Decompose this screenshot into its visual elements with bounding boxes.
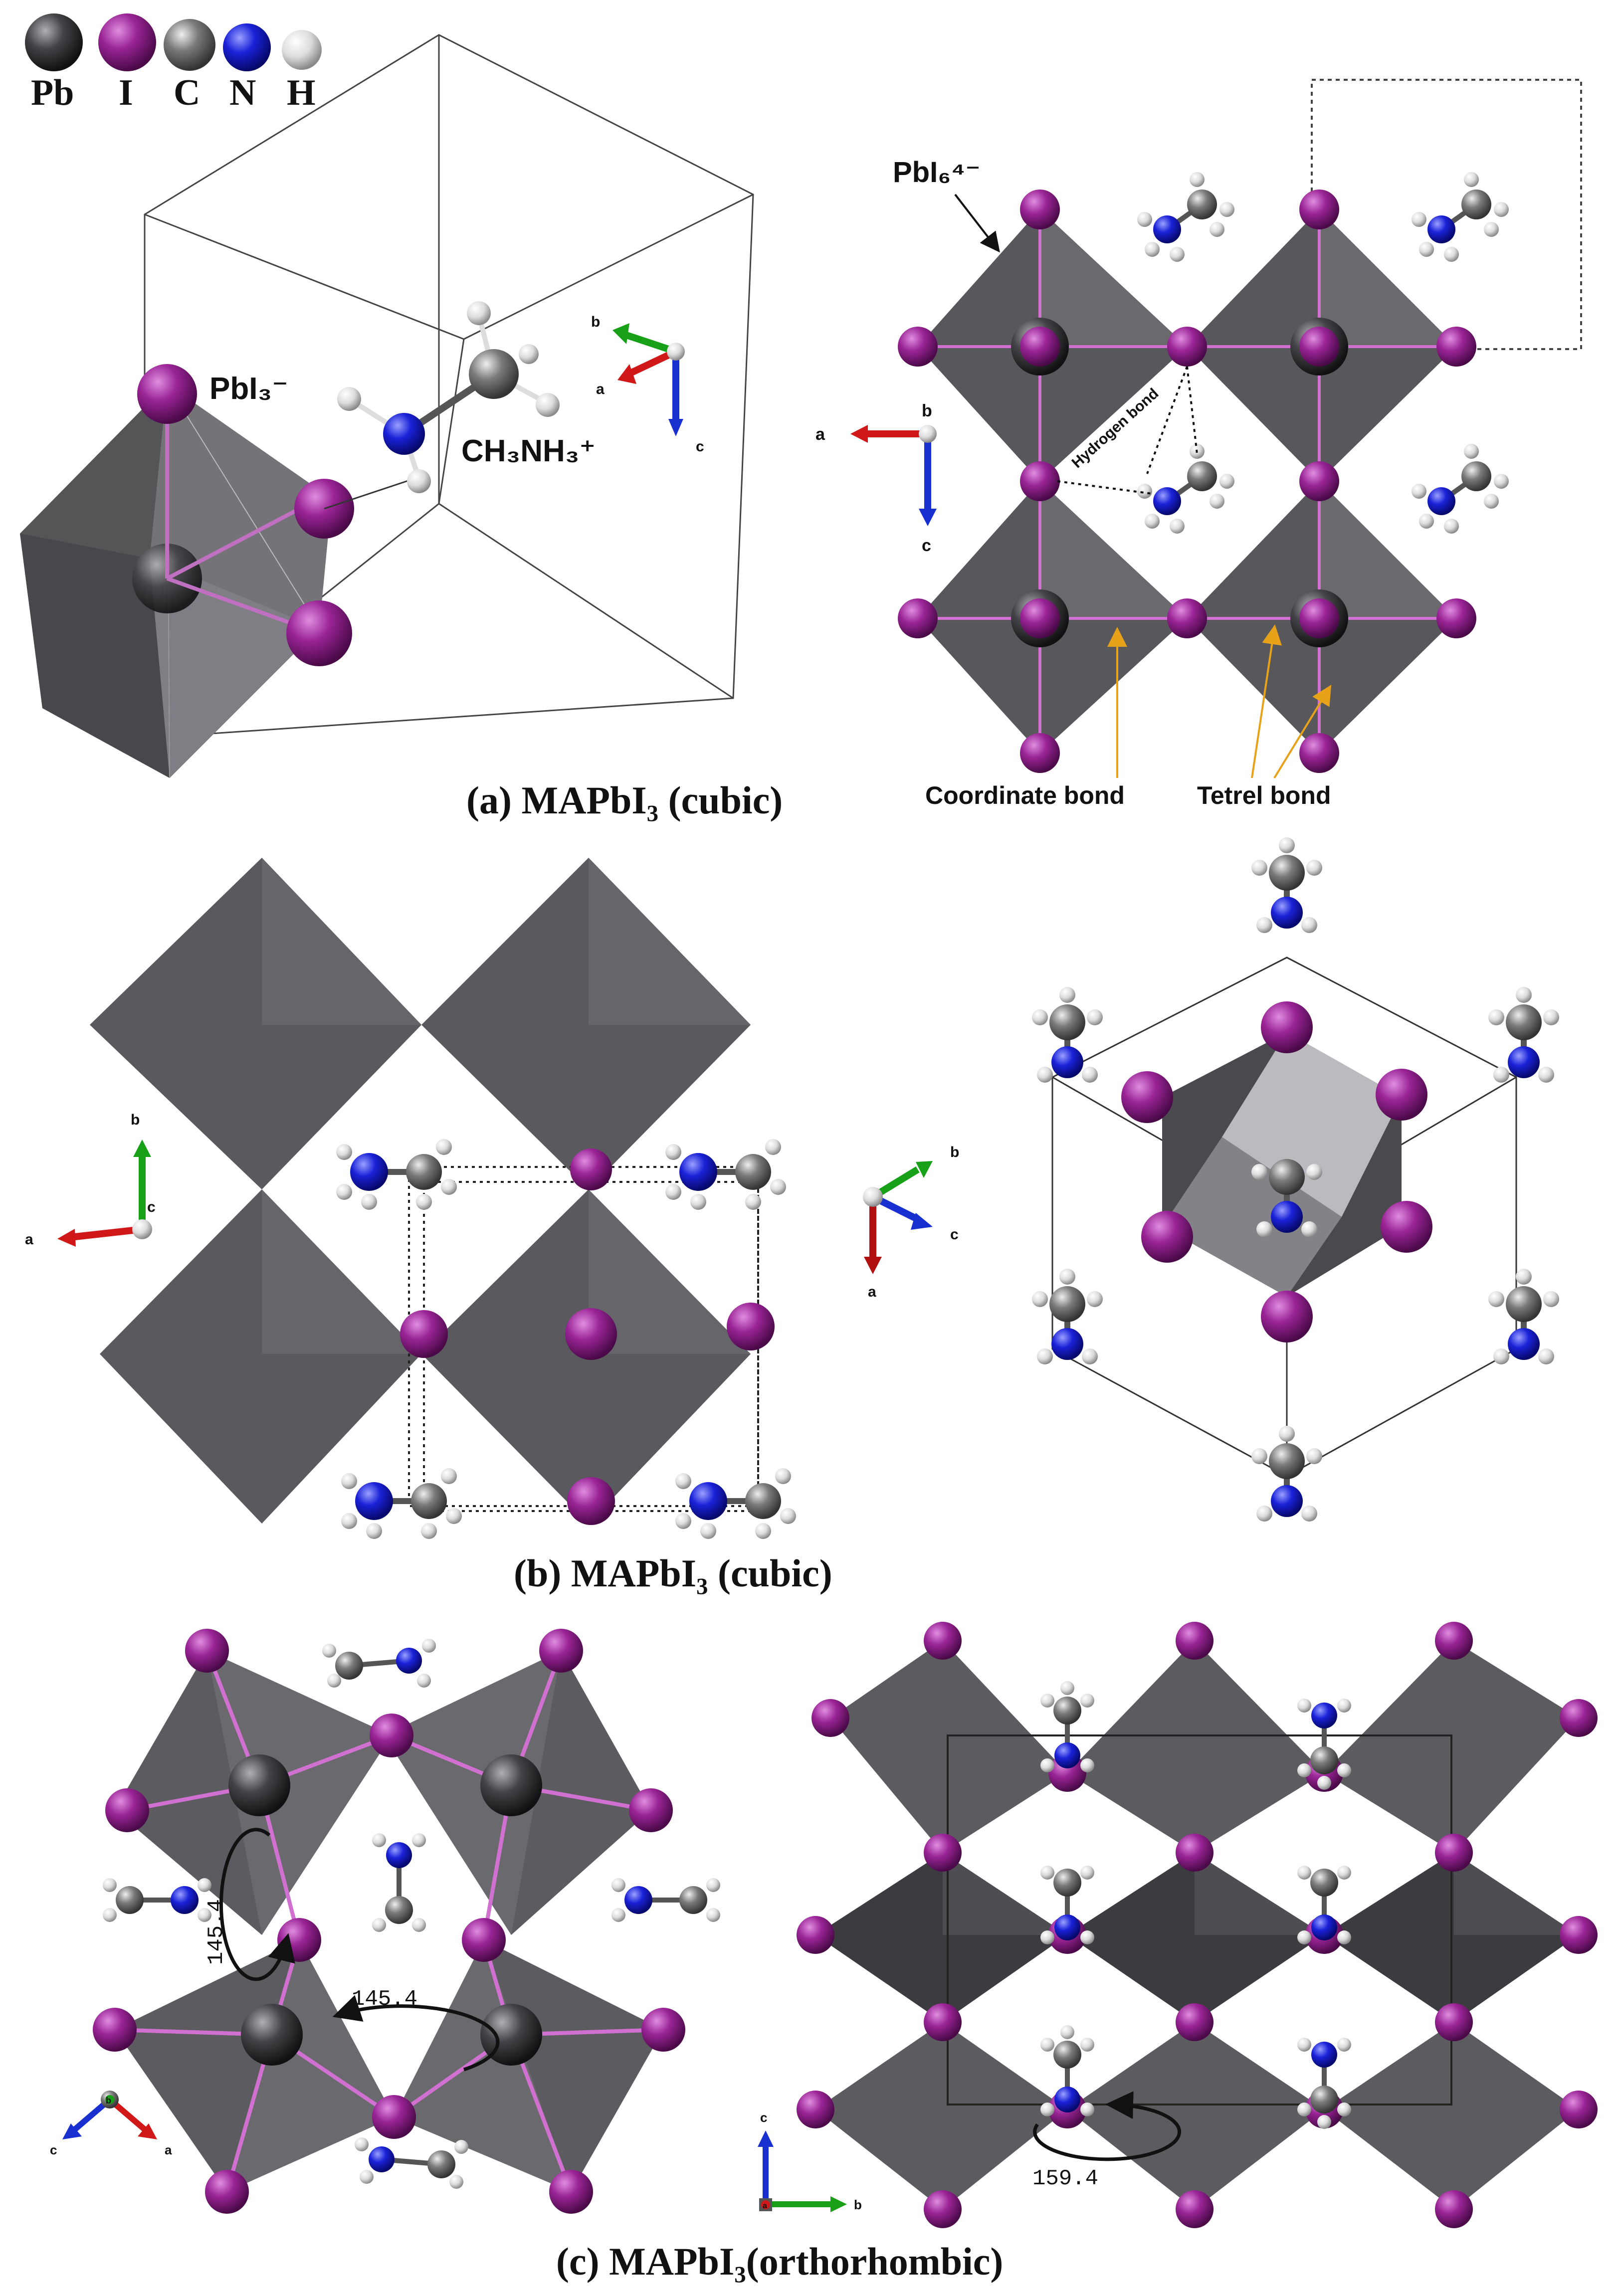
axis-label-b: b [854, 2197, 862, 2212]
axis-label-b: b [106, 2096, 111, 2105]
tilt-angle-arc-right [1033, 2091, 1182, 2161]
legend-item-n: N [223, 23, 271, 113]
bond-pointer-arrows [1107, 624, 1332, 779]
octahedra-layer-bottom [815, 2022, 1579, 2209]
axis-triad-c-right: c b a [758, 2110, 862, 2212]
axis-triad-a-right: a b c [815, 401, 937, 555]
tetrel-bond-label: Tetrel bond [1197, 781, 1331, 809]
caption-panel-a: (a) MAPbI₃ (cubic) [466, 778, 783, 822]
legend-i-sphere [98, 13, 156, 71]
pbi6-octahedra [90, 858, 751, 1524]
ma-cations [1040, 1681, 1351, 2129]
caption-panel-b: (b) MAPbI₃ (cubic) [514, 1551, 832, 1595]
axis-label-c: c [760, 2110, 767, 2125]
legend-c-label: C [174, 72, 200, 113]
hydrogen-bond-lines [1057, 366, 1198, 495]
caption-panel-c: (c) MAPbI₃(orthorhombic) [556, 2240, 1004, 2283]
axis-label-a: a [165, 2142, 172, 2157]
axis-label-c: c [922, 536, 931, 555]
tilt-angle-left-horizontal: 145.4 [352, 1987, 417, 2012]
tilt-angle-left-vertical: 145.4 [204, 1899, 229, 1965]
axis-label-b: b [591, 314, 600, 330]
pbi6-pointer [954, 193, 1000, 253]
iodine-atoms [93, 1629, 685, 2214]
pbi3-octahedron [20, 383, 332, 778]
axis-label-a: a [868, 1284, 876, 1300]
axis-label-a: a [815, 425, 825, 444]
legend-item-h: H [282, 30, 322, 113]
element-legend: Pb I C N H [25, 13, 322, 113]
tilt-angle-right: 159.4 [1032, 2166, 1098, 2191]
panel-b-right: b c a [863, 837, 1559, 1522]
panel-a-right: Hydrogen bond PbI₆⁴⁻ Coordinate bond Tet… [815, 79, 1582, 809]
axis-label-c: c [50, 2142, 57, 2157]
axis-triad-a-left: b a c [591, 314, 704, 455]
panel-b-left: a b c [25, 858, 796, 1539]
axis-label-b: b [950, 1144, 959, 1160]
coordinate-bond-label: Coordinate bond [925, 781, 1125, 809]
legend-h-sphere [282, 30, 322, 70]
legend-n-label: N [229, 72, 256, 113]
axis-label-b: b [131, 1112, 140, 1128]
axis-label-c: c [696, 438, 704, 455]
axis-label-b: b [922, 401, 932, 420]
iodine-atoms [797, 1622, 1598, 2228]
ma-cations [1032, 837, 1559, 1522]
panel-c-left: 145.4 145.4 b c a [50, 1629, 720, 2214]
legend-item-pb: Pb [25, 13, 83, 113]
panel-a-left: PbI₃⁻ CH₃NH₃⁺ b a [20, 34, 754, 778]
ch3nh3-label: CH₃NH₃⁺ [461, 434, 596, 468]
pbi6-label: PbI₆⁴⁻ [893, 156, 981, 189]
iodine-atoms [898, 190, 1476, 773]
iodine-atoms [1121, 1001, 1432, 1342]
legend-item-c: C [164, 19, 215, 113]
axis-triad-c-left: b c a [50, 2091, 172, 2157]
ch3nh3-cation [324, 301, 560, 510]
tilt-angle-arcs [219, 1828, 500, 2072]
pbi3-label: PbI₃⁻ [209, 372, 288, 406]
tilted-octahedra [115, 1651, 663, 2192]
cell-outline [947, 1734, 1452, 2105]
legend-item-i: I [98, 13, 156, 113]
legend-pb-sphere [25, 13, 83, 71]
pbi6-octahedra-grid [918, 209, 1456, 753]
iodine-atoms [400, 1148, 775, 1525]
axis-label-a: a [763, 2202, 767, 2210]
ma-cations [336, 1139, 796, 1539]
legend-i-label: I [119, 72, 133, 113]
legend-pb-label: Pb [31, 72, 74, 113]
legend-n-sphere [223, 23, 271, 71]
axis-label-c: c [950, 1226, 959, 1243]
iodine-atom [137, 364, 197, 424]
iodine-atom [286, 600, 352, 666]
axis-label-a: a [25, 1231, 33, 1248]
octahedra-layer-middle [815, 1853, 1579, 2022]
octahedra-layer-top [830, 1641, 1579, 1853]
pb-i-bond [166, 502, 310, 580]
legend-h-label: H [287, 72, 316, 113]
ma-cations [103, 1639, 720, 2189]
ma-cations [1137, 172, 1509, 534]
panel-c-right: 159.4 c b a [758, 1622, 1598, 2228]
axis-label-c: c [147, 1199, 156, 1215]
axis-label-a: a [596, 381, 605, 397]
axis-triad-b-right: b c a [863, 1144, 959, 1300]
legend-c-sphere [164, 19, 215, 71]
axis-triad-b-left: a b c [25, 1112, 156, 1248]
